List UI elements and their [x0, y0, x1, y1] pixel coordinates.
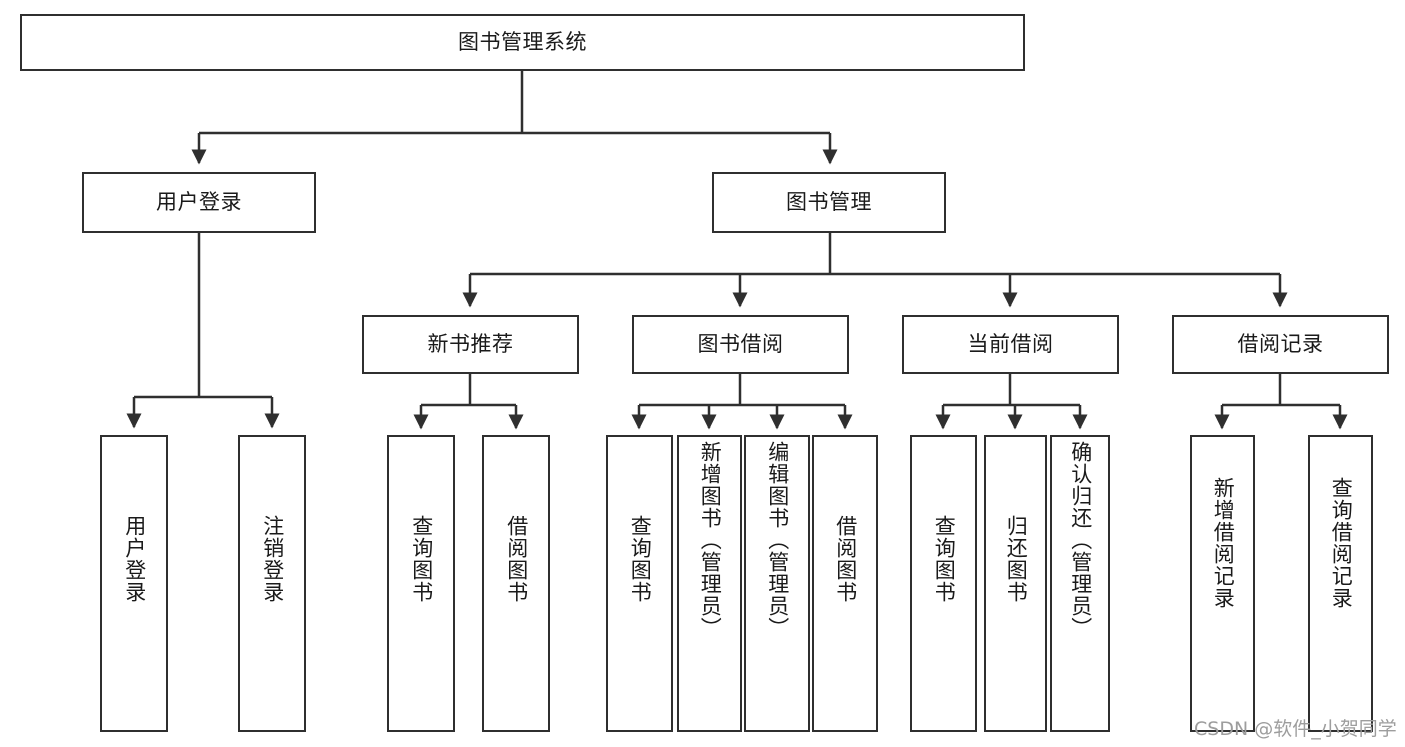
- node-book-borrow[interactable]: 图书借阅: [632, 315, 849, 374]
- node-leaf-add-book-label: 新增图书（管理员）: [698, 441, 723, 639]
- node-leaf-add-book[interactable]: 新增图书（管理员）: [677, 435, 742, 732]
- node-leaf-add-record[interactable]: 新增借阅记录: [1190, 435, 1255, 732]
- node-user-login-label: 用户登录: [156, 190, 242, 215]
- node-leaf-confirm-return[interactable]: 确认归还（管理员）: [1050, 435, 1110, 732]
- node-new-book-rec-label: 新书推荐: [427, 332, 514, 357]
- node-leaf-edit-book[interactable]: 编辑图书（管理员）: [744, 435, 810, 732]
- node-leaf-logout-label: 注销登录: [260, 515, 285, 603]
- node-leaf-confirm-return-label: 确认归还（管理员）: [1068, 441, 1093, 639]
- node-root-label: 图书管理系统: [458, 30, 587, 55]
- node-leaf-return-book[interactable]: 归还图书: [984, 435, 1047, 732]
- node-leaf-edit-book-label: 编辑图书（管理员）: [765, 441, 790, 639]
- node-leaf-borrow-book-1[interactable]: 借阅图书: [482, 435, 550, 732]
- node-book-manage-label: 图书管理: [786, 190, 872, 215]
- node-leaf-user-login[interactable]: 用户登录: [100, 435, 168, 732]
- node-user-login[interactable]: 用户登录: [82, 172, 316, 233]
- node-leaf-add-record-label: 新增借阅记录: [1211, 477, 1236, 609]
- node-current-borrow[interactable]: 当前借阅: [902, 315, 1119, 374]
- node-leaf-query-book-1-label: 查询图书: [409, 515, 434, 603]
- node-leaf-borrow-book-2-label: 借阅图书: [833, 515, 858, 603]
- node-borrow-record[interactable]: 借阅记录: [1172, 315, 1389, 374]
- node-leaf-logout[interactable]: 注销登录: [238, 435, 306, 732]
- node-book-borrow-label: 图书借阅: [697, 332, 784, 357]
- node-leaf-query-book-2-label: 查询图书: [628, 515, 653, 603]
- node-leaf-query-book-2[interactable]: 查询图书: [606, 435, 673, 732]
- node-leaf-borrow-book-1-label: 借阅图书: [504, 515, 529, 603]
- node-leaf-query-record[interactable]: 查询借阅记录: [1308, 435, 1373, 732]
- node-leaf-borrow-book-2[interactable]: 借阅图书: [812, 435, 878, 732]
- node-root[interactable]: 图书管理系统: [20, 14, 1025, 71]
- node-leaf-return-book-label: 归还图书: [1004, 515, 1029, 603]
- node-leaf-query-book-1[interactable]: 查询图书: [387, 435, 455, 732]
- node-leaf-query-book-3-label: 查询图书: [932, 515, 957, 603]
- node-leaf-user-login-label: 用户登录: [122, 515, 147, 603]
- node-current-borrow-label: 当前借阅: [967, 332, 1054, 357]
- node-new-book-rec[interactable]: 新书推荐: [362, 315, 579, 374]
- node-borrow-record-label: 借阅记录: [1237, 332, 1324, 357]
- node-book-manage[interactable]: 图书管理: [712, 172, 946, 233]
- node-leaf-query-book-3[interactable]: 查询图书: [910, 435, 977, 732]
- node-leaf-query-record-label: 查询借阅记录: [1329, 477, 1354, 609]
- csdn-watermark: CSDN @软件_小贺同学: [1194, 718, 1397, 740]
